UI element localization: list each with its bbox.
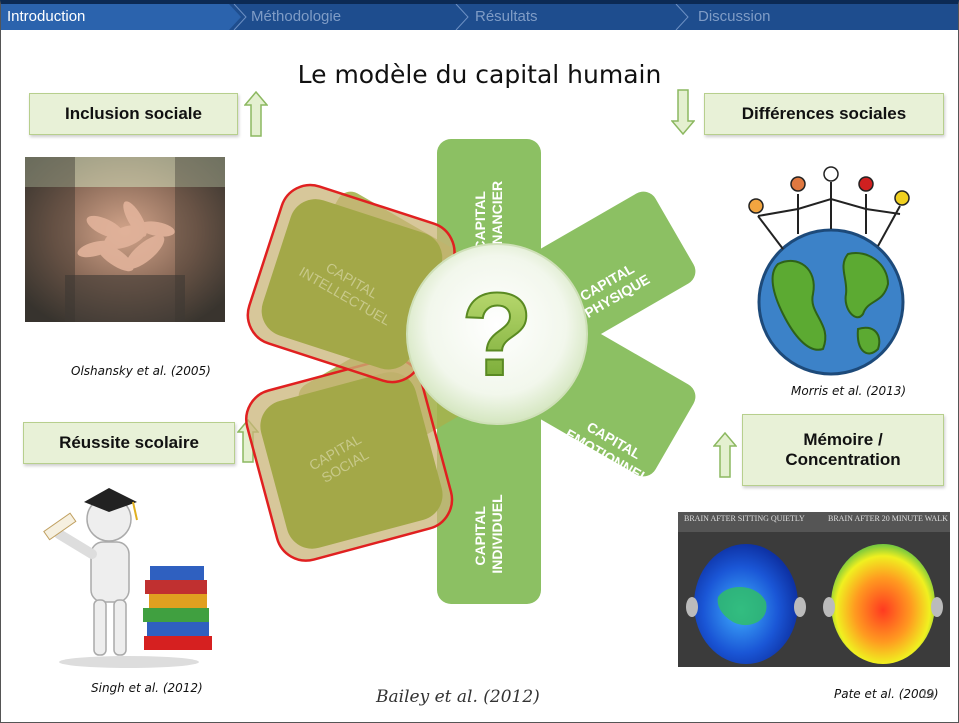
olshansky-caption: Olshansky et al. (2005) <box>71 364 211 378</box>
arm-capital-social: CAPITAL SOCIAL <box>245 316 479 562</box>
nav-item-introduction[interactable]: Introduction <box>7 8 86 25</box>
graduate-books-illustration <box>29 474 234 669</box>
differences-down-arrow-icon <box>671 89 695 135</box>
nav-chevrons <box>1 4 689 30</box>
globe-people-illustration <box>738 154 924 379</box>
arm-financier-line1: CAPITAL <box>472 191 488 251</box>
differences-sociales-box: Différences sociales <box>704 93 944 135</box>
memoire-label: Mémoire / <box>803 430 883 449</box>
human-capital-diagram: CAPITAL FINANCIER CAPITAL PHYSIQUE CAPIT… <box>245 139 696 604</box>
reussite-scolaire-box: Réussite scolaire <box>23 422 235 464</box>
reussite-scolaire-label: Réussite scolaire <box>59 433 199 452</box>
inclusion-up-arrow-icon <box>244 91 268 137</box>
svg-text:CAPITAL INDIVIDUEL: CAPITAL INDIVIDUEL <box>472 494 505 574</box>
pate-caption: Pate et al. (2009) <box>834 687 939 701</box>
nav-item-discussion[interactable]: Discussion <box>698 8 771 25</box>
singh-caption: Singh et al. (2012) <box>91 681 203 695</box>
concentration-label: Concentration <box>785 450 901 469</box>
brain-scans-image: BRAIN AFTER SITTING QUIETLY BRAIN AFTER … <box>678 512 950 667</box>
question-mark-icon: ? <box>461 269 533 401</box>
hands-together-photo <box>25 157 225 322</box>
brain-right-label: BRAIN AFTER 20 MINUTE WALK <box>828 514 948 523</box>
brain-left-label: BRAIN AFTER SITTING QUIETLY <box>684 514 805 523</box>
svg-text:CAPITAL FINANCIER: CAPITAL FINANCIER <box>472 181 505 257</box>
page-number: 10 <box>921 687 935 701</box>
inclusion-sociale-label: Inclusion sociale <box>65 104 202 123</box>
center-circle <box>406 243 588 425</box>
slide-title: Le modèle du capital humain <box>297 60 662 89</box>
arm-financier-line2: FINANCIER <box>489 181 505 257</box>
memoire-concentration-box: Mémoire / Concentration <box>742 414 944 486</box>
section-navigation-bar: Introduction Méthodologie Résultats Disc… <box>1 4 958 30</box>
inclusion-sociale-box: Inclusion sociale <box>29 93 238 135</box>
arm-individuel-line2: INDIVIDUEL <box>489 494 505 574</box>
arm-individuel-line1: CAPITAL <box>472 506 488 566</box>
memoire-up-arrow-icon <box>713 432 737 478</box>
arm-capital-individuel: CAPITAL INDIVIDUEL <box>437 369 541 604</box>
nav-item-resultats[interactable]: Résultats <box>475 8 538 25</box>
nav-item-methodologie[interactable]: Méthodologie <box>251 8 342 25</box>
morris-caption: Morris et al. (2013) <box>791 384 907 398</box>
differences-sociales-label: Différences sociales <box>741 104 907 123</box>
diagram-source-caption: Bailey et al. (2012) <box>376 687 540 707</box>
